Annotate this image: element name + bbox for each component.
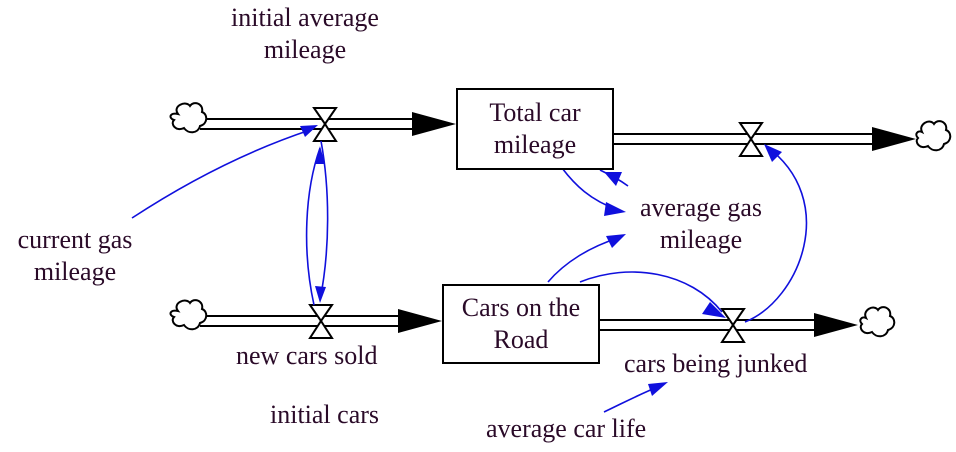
variable-label: mileage [263, 35, 347, 64]
valve-icon [720, 308, 746, 343]
cars-outflow-pipe [600, 313, 858, 337]
link-arrowhead [315, 286, 326, 303]
variable-label: current gas [17, 225, 133, 254]
flow-arrowhead [398, 309, 442, 333]
stock-label: Road [493, 325, 549, 354]
link-arrowhead [764, 144, 782, 162]
link-cars-road-to-junked [579, 271, 723, 313]
valve-icon [312, 107, 338, 142]
variable-label: mileage [659, 225, 743, 254]
link-junked-to-mileage-outflow [744, 145, 808, 323]
variable-average-gas-mileage[interactable]: average gas mileage [620, 192, 782, 256]
cloud-icon [915, 120, 952, 152]
flow-arrowhead [872, 127, 916, 151]
link-arrowhead [604, 172, 622, 186]
variable-label: mileage [33, 257, 117, 286]
variable-average-car-life[interactable]: average car life [486, 414, 647, 443]
variable-cars-being-junked[interactable]: cars being junked [624, 349, 808, 378]
variable-initial-cars[interactable]: initial cars [270, 400, 380, 429]
stock-label: Cars on the [461, 293, 581, 322]
link-arrowhead [300, 125, 318, 137]
link-new-cars-from-mileage-inflow [319, 140, 329, 301]
stock-total-car-mileage[interactable]: Total car mileage [456, 88, 614, 170]
mileage-outflow-pipe [614, 127, 916, 151]
cars-inflow-pipe [200, 309, 442, 333]
link-arrowhead [648, 382, 668, 396]
variable-label: initial average [231, 3, 379, 32]
flow-arrowhead [412, 112, 456, 136]
valve-icon [308, 304, 334, 339]
cloud-icon [859, 306, 896, 338]
variable-label: average gas [640, 193, 762, 222]
variable-current-gas-mileage[interactable]: current gas mileage [0, 224, 150, 288]
cloud-icon [169, 102, 208, 134]
link-new-cars-to-mileage-inflow [305, 147, 321, 306]
stock-label: Total car [489, 98, 581, 127]
link-arrowhead [315, 146, 325, 164]
cloud-icon [169, 299, 208, 331]
valve-icon [738, 122, 764, 157]
stock-label: mileage [493, 130, 577, 159]
link-current-gas-to-mileage-inflow [131, 129, 311, 219]
variable-initial-average-mileage[interactable]: initial average mileage [205, 2, 405, 66]
stock-cars-on-the-road[interactable]: Cars on the Road [442, 284, 600, 364]
link-arrowhead [702, 302, 726, 318]
link-cars-road-to-avg-gas [547, 237, 619, 283]
variable-new-cars-sold[interactable]: new cars sold [236, 341, 378, 370]
flow-arrowhead [814, 313, 858, 337]
link-arrowhead [606, 234, 626, 248]
link-arrowhead [604, 202, 626, 216]
